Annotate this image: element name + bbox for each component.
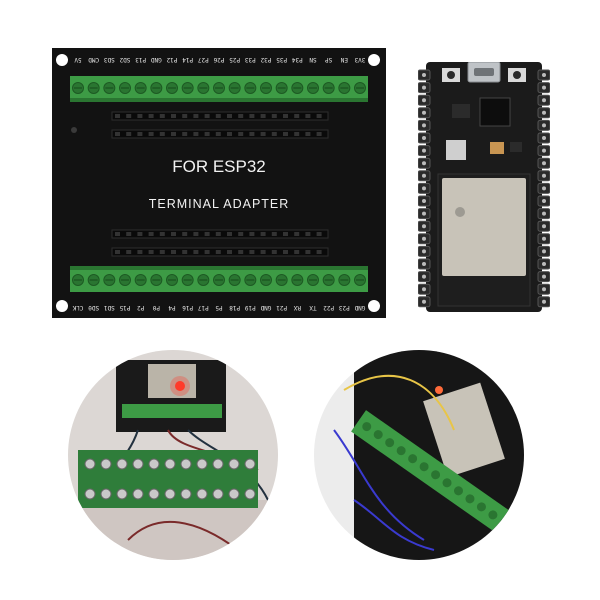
top-pin-labels: 5V CMD SD3 SD2 P13 GND P12 P14 P27 P26 P25 P33 P32 P3… [74, 56, 365, 63]
pin-label: EN [340, 56, 348, 63]
bottom-terminal-block [70, 266, 368, 292]
mounting-hole [368, 300, 380, 312]
pin-label: P16 [182, 304, 193, 311]
wiring-photo-left [68, 350, 278, 560]
pin-label: P5 [215, 304, 223, 311]
pin-label: SP [325, 56, 333, 63]
usb-uart-chip [479, 97, 511, 127]
pin-label: P22 [323, 304, 334, 311]
pin-label: P19 [245, 304, 256, 311]
board-subtitle: TERMINAL ADAPTER [149, 197, 290, 211]
pin-label: CMD [88, 56, 99, 63]
pin-label: P13 [135, 56, 146, 63]
pin-label: P12 [166, 56, 177, 63]
devkit-pin-headers [418, 69, 550, 308]
pin-label: P26 [213, 56, 224, 63]
pin-label: P17 [198, 304, 209, 311]
pin-header-rows [111, 111, 329, 257]
pin-label: P0 [152, 304, 160, 311]
pin-label: P21 [276, 304, 287, 311]
top-terminal-block [70, 76, 368, 102]
pin-label: P18 [229, 304, 240, 311]
pin-label: GND [151, 56, 162, 63]
esp32-devkit-board [418, 62, 550, 312]
pin-label: P32 [260, 56, 271, 63]
wroom-module-shield [442, 178, 526, 276]
pin-label: P25 [229, 56, 240, 63]
pin-label: RX [293, 304, 301, 311]
pin-label: SD0 [88, 304, 99, 311]
voltage-regulator [446, 140, 466, 160]
pin-label: 5V [74, 56, 82, 63]
pin-label: P34 [292, 56, 303, 63]
pin-label: P15 [119, 304, 130, 311]
pin-label: P14 [182, 56, 193, 63]
pin-label: P2 [137, 304, 145, 311]
pin-label: SD3 [104, 56, 115, 63]
pin-label: SN [309, 56, 317, 63]
pin-label: SD2 [119, 56, 130, 63]
pin-label: P35 [276, 56, 287, 63]
pin-label: SD1 [104, 304, 115, 311]
pin-label: CLK [72, 304, 83, 311]
bottom-pin-labels: CLK SD0 SD1 P15 P2 P0 P4 P16 P17 P5 P18 P19 GND P21 RX… [72, 304, 365, 311]
pin-label: P27 [198, 56, 209, 63]
pin-label: P4 [168, 304, 176, 311]
mounting-hole [56, 300, 68, 312]
pin-label: 3V3 [354, 56, 365, 63]
mounting-hole [56, 54, 68, 66]
pin-label: TX [309, 304, 317, 311]
pin-label: GND [260, 304, 271, 311]
pin-label: P33 [245, 56, 256, 63]
wiring-photo-right [314, 350, 524, 560]
pin-label: GND [354, 304, 365, 311]
mounting-hole [368, 54, 380, 66]
board-title: FOR ESP32 [172, 157, 266, 176]
pin-label: P23 [339, 304, 350, 311]
